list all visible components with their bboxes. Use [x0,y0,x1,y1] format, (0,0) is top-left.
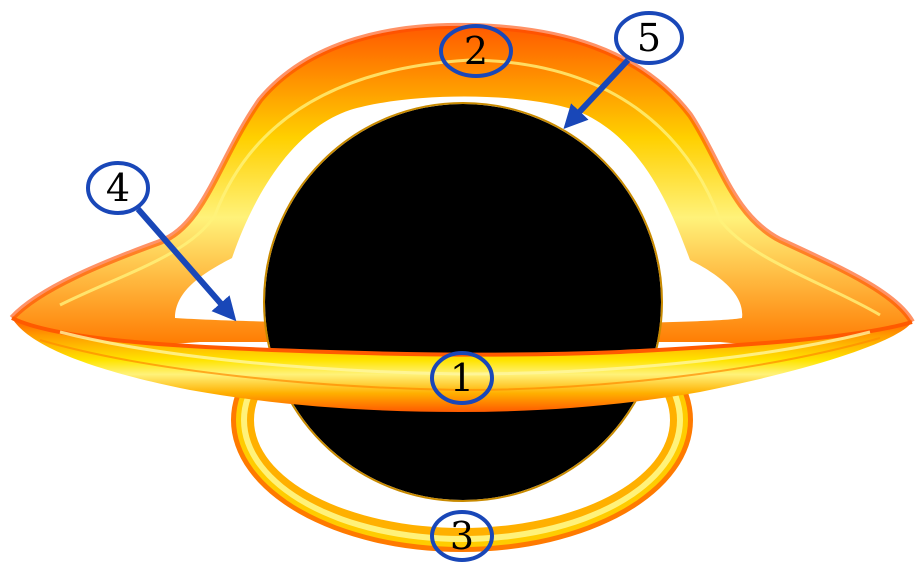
marker-5-label: 5 [637,16,661,60]
marker-1-label: 1 [450,356,474,400]
marker-4-label: 4 [106,166,130,210]
marker-2-label: 2 [464,29,488,73]
marker-3-label: 3 [450,514,474,558]
black-hole-shadow [265,104,661,500]
